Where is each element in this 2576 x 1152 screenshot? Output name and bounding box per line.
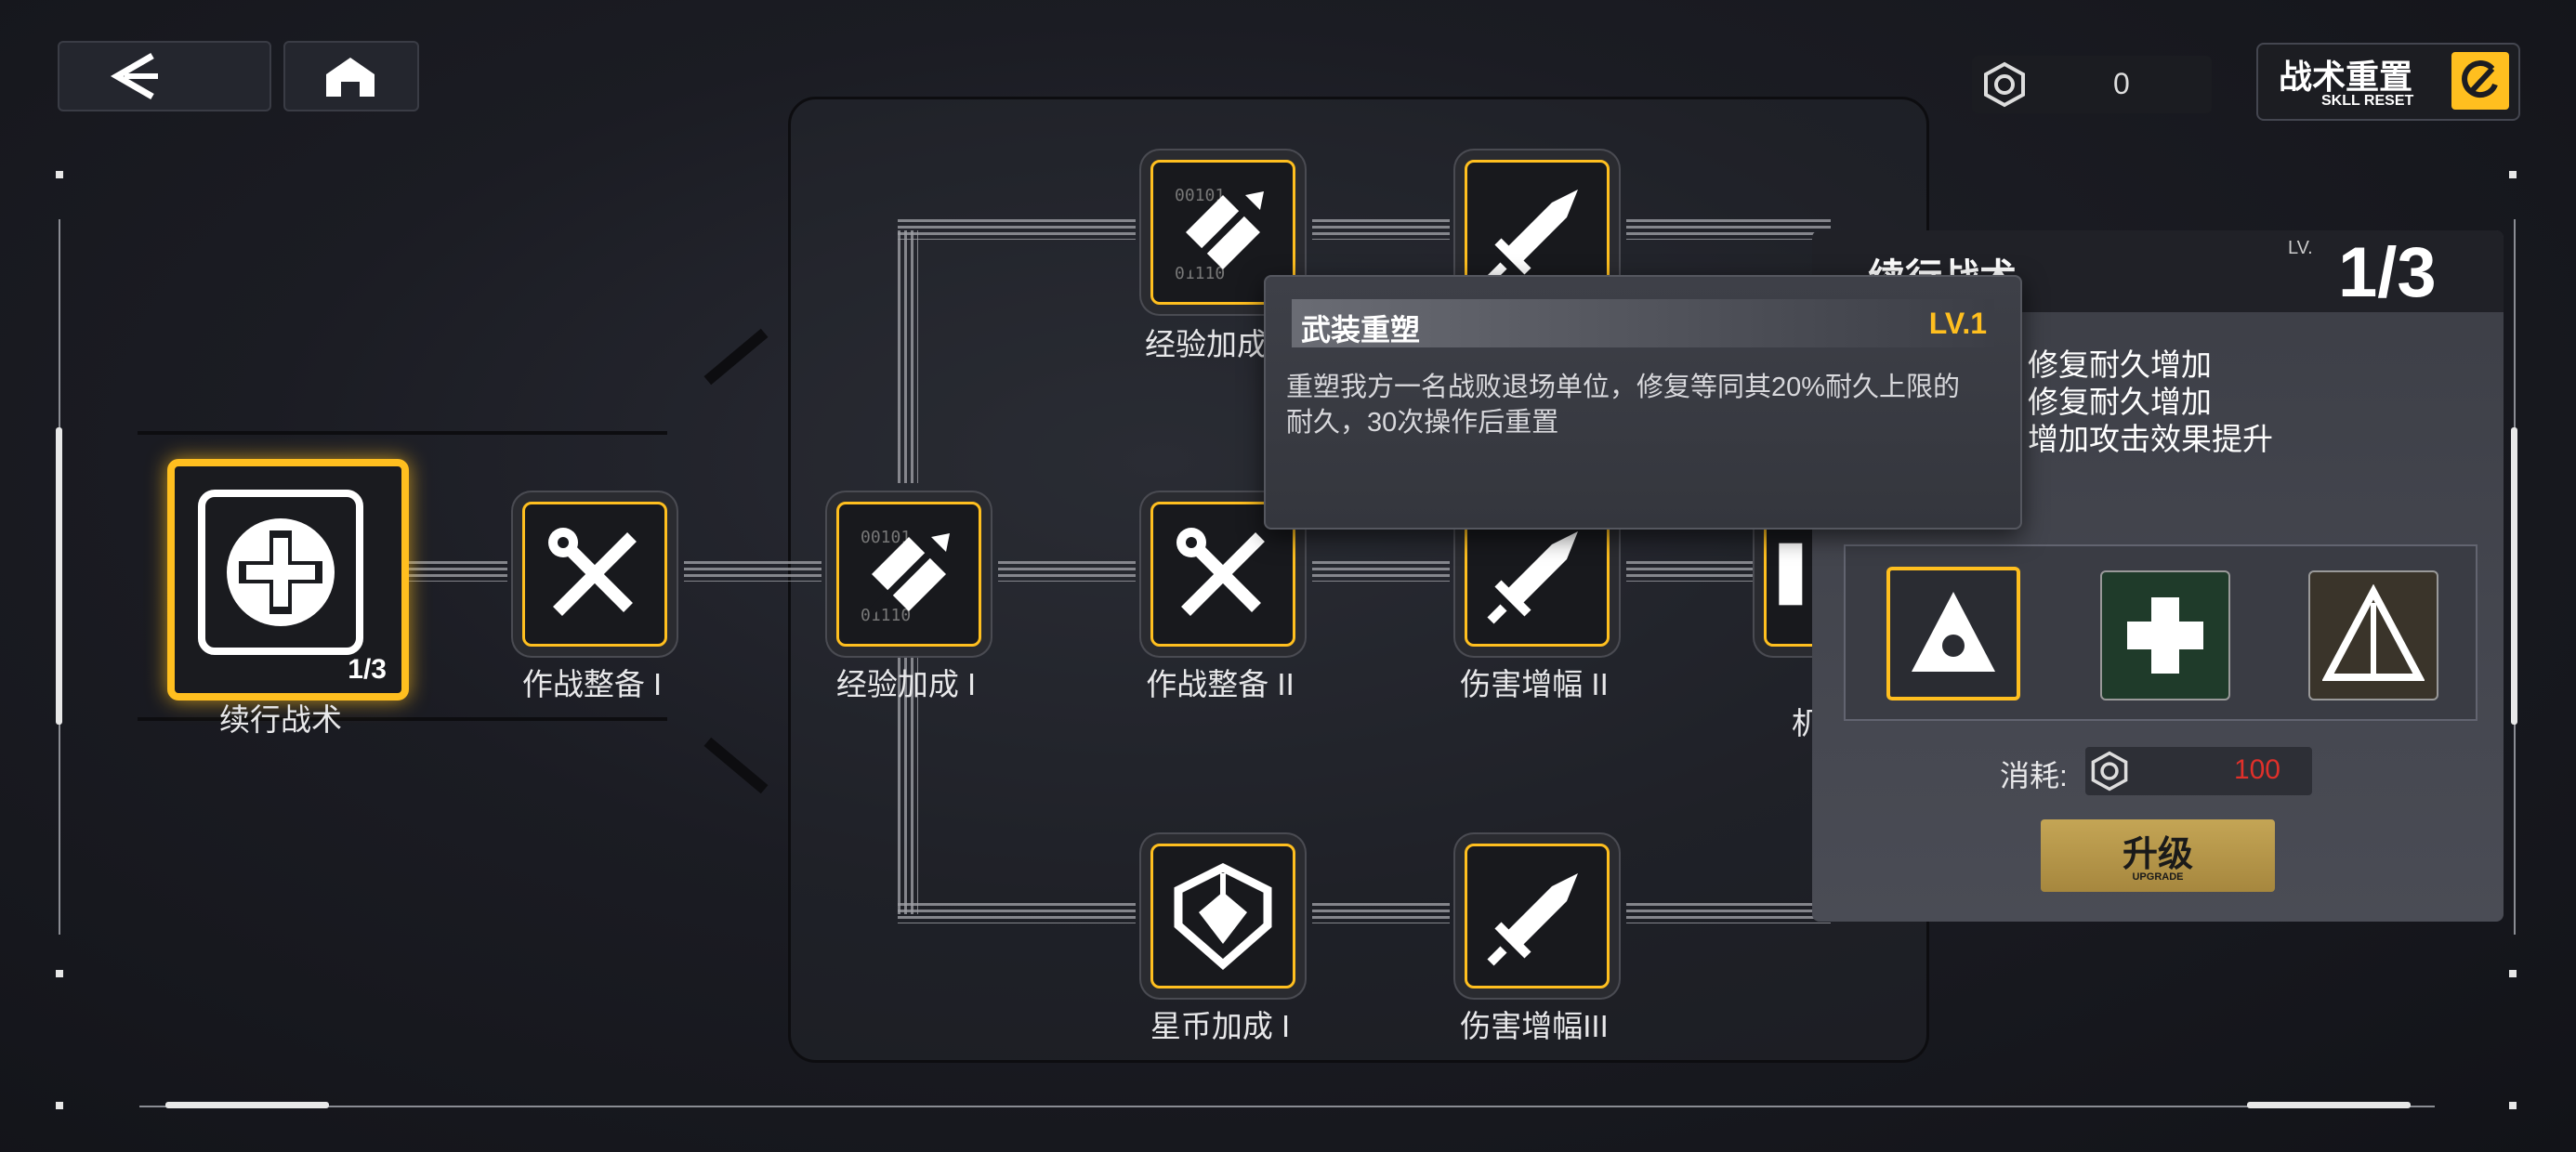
bottom-edge-line (139, 1106, 2435, 1107)
tooltip-title: 武装重塑 (1301, 313, 1421, 347)
skill-tooltip: 武装重塑 LV.1 重塑我方一名战败退场单位，修复等同其20%耐久上限的耐久，3… (1264, 275, 2022, 530)
bottom-left-highlight (165, 1102, 329, 1108)
connector (1312, 561, 1450, 582)
wrench-sword-icon (1176, 528, 1265, 616)
reset-title: 战术重置 (2279, 58, 2413, 96)
right-edge-highlight (2511, 427, 2517, 725)
skill-node-exp2[interactable]: 00101 01110 (1150, 160, 1295, 305)
choice-area (1844, 544, 2477, 721)
tactic-reset-button[interactable]: 战术重置 SKLL RESET (2256, 43, 2520, 121)
skill-node-badge: 1/3 (348, 654, 387, 685)
cost-label: 消耗: (2000, 759, 2068, 792)
connector (1626, 219, 1831, 240)
effect-item: 修复耐久增加 (2028, 347, 2212, 382)
svg-text:00101: 00101 (861, 528, 911, 547)
corner-dot (2509, 1102, 2517, 1109)
skill-node-prep1[interactable] (522, 502, 667, 647)
reset-icon (2451, 52, 2509, 110)
choice-cross[interactable] (2100, 570, 2230, 700)
bottom-right-highlight (2247, 1102, 2411, 1108)
skill-node-exp1[interactable]: 00101 01110 (836, 502, 981, 647)
cross-emblem-icon (198, 490, 363, 655)
main-node-deco-bottom (138, 717, 667, 721)
connector (998, 561, 1136, 582)
corner-dot (2509, 970, 2517, 977)
tooltip-description: 重塑我方一名战败退场单位，修复等同其20%耐久上限的耐久，30次操作后重置 (1286, 373, 1961, 438)
cost-box: 100 (2085, 747, 2312, 795)
skill-node-main[interactable]: 1/3 (167, 459, 409, 700)
connector (1312, 903, 1450, 923)
branch-slash (703, 737, 769, 794)
connector (1312, 219, 1450, 240)
skill-node-label: 作战整备 II (1146, 667, 1295, 701)
upgrade-label: 升级 (2122, 835, 2193, 874)
sword-icon (1487, 190, 1578, 282)
binary-arrow-icon: 00101 01110 (861, 528, 953, 625)
back-button[interactable] (58, 41, 271, 111)
home-button[interactable] (283, 41, 419, 111)
panel-level: 1/3 (2338, 233, 2437, 312)
upgrade-button[interactable]: 升级 UPGRADE (2041, 819, 2275, 892)
connector (898, 219, 1136, 240)
skill-node-label: 伤害增幅III (1460, 1009, 1609, 1043)
connector (898, 641, 918, 914)
home-icon (326, 58, 375, 97)
choice-spike[interactable] (2308, 570, 2438, 700)
connector (1626, 903, 1831, 923)
skill-node-coin1[interactable] (1150, 844, 1295, 988)
svg-text:01110: 01110 (1175, 264, 1225, 283)
tooltip-header: 武装重塑 LV.1 (1292, 299, 1994, 347)
cross-plus-icon (2127, 597, 2203, 674)
corner-dot (2509, 171, 2517, 178)
effect-item: 增加攻击效果提升 (2028, 422, 2273, 456)
skill-node-label: 经验加成 I (835, 667, 977, 701)
panel-lv-label: LV. (2288, 238, 2313, 258)
svg-text:01110: 01110 (861, 606, 911, 625)
sword-icon (1487, 531, 1578, 624)
connector (898, 903, 1136, 923)
binary-arrow-icon: 00101 01110 (1175, 186, 1267, 283)
skill-node-label: 经验加成 (1145, 327, 1268, 361)
skill-node-label: 伤害增幅 II (1460, 667, 1609, 701)
spike-emblem-icon (2322, 584, 2425, 681)
tooltip-level: LV.1 (1928, 307, 1987, 340)
corner-dot (56, 970, 63, 977)
skill-node-dmg3[interactable] (1465, 844, 1610, 988)
left-edge-highlight (56, 427, 62, 725)
corner-dot (56, 171, 63, 178)
shield-star-icon (1174, 862, 1272, 970)
triangle-emblem-icon (1912, 592, 1995, 672)
hex-coin-icon (2091, 751, 2128, 792)
currency-display: 0 (1972, 56, 2212, 113)
upgrade-sub: UPGRADE (2132, 871, 2184, 883)
connector (684, 561, 821, 582)
partial-node-icon (1779, 543, 1803, 606)
wrench-sword-icon (548, 528, 637, 616)
sword-icon (1487, 873, 1578, 966)
skill-node-label: 作战整备 I (521, 667, 663, 701)
effect-item: 修复耐久增加 (2028, 385, 2212, 419)
main-node-deco-top (138, 431, 667, 435)
connector (396, 561, 507, 582)
back-arrow-icon (111, 52, 158, 100)
reset-subtitle: SKLL RESET (2321, 93, 2414, 109)
corner-dot (56, 1102, 63, 1109)
hex-coin-icon (1984, 61, 2025, 108)
skill-node-label: 星币加成 I (1150, 1009, 1291, 1043)
branch-slash (703, 328, 769, 386)
choice-triangle[interactable] (1886, 567, 2020, 700)
skill-node-label: 续行战术 (219, 702, 342, 737)
connector (898, 230, 918, 483)
connector (1626, 561, 1764, 582)
cost-value: 100 (2233, 754, 2280, 785)
svg-text:00101: 00101 (1175, 186, 1225, 205)
currency-value: 0 (2113, 67, 2130, 100)
